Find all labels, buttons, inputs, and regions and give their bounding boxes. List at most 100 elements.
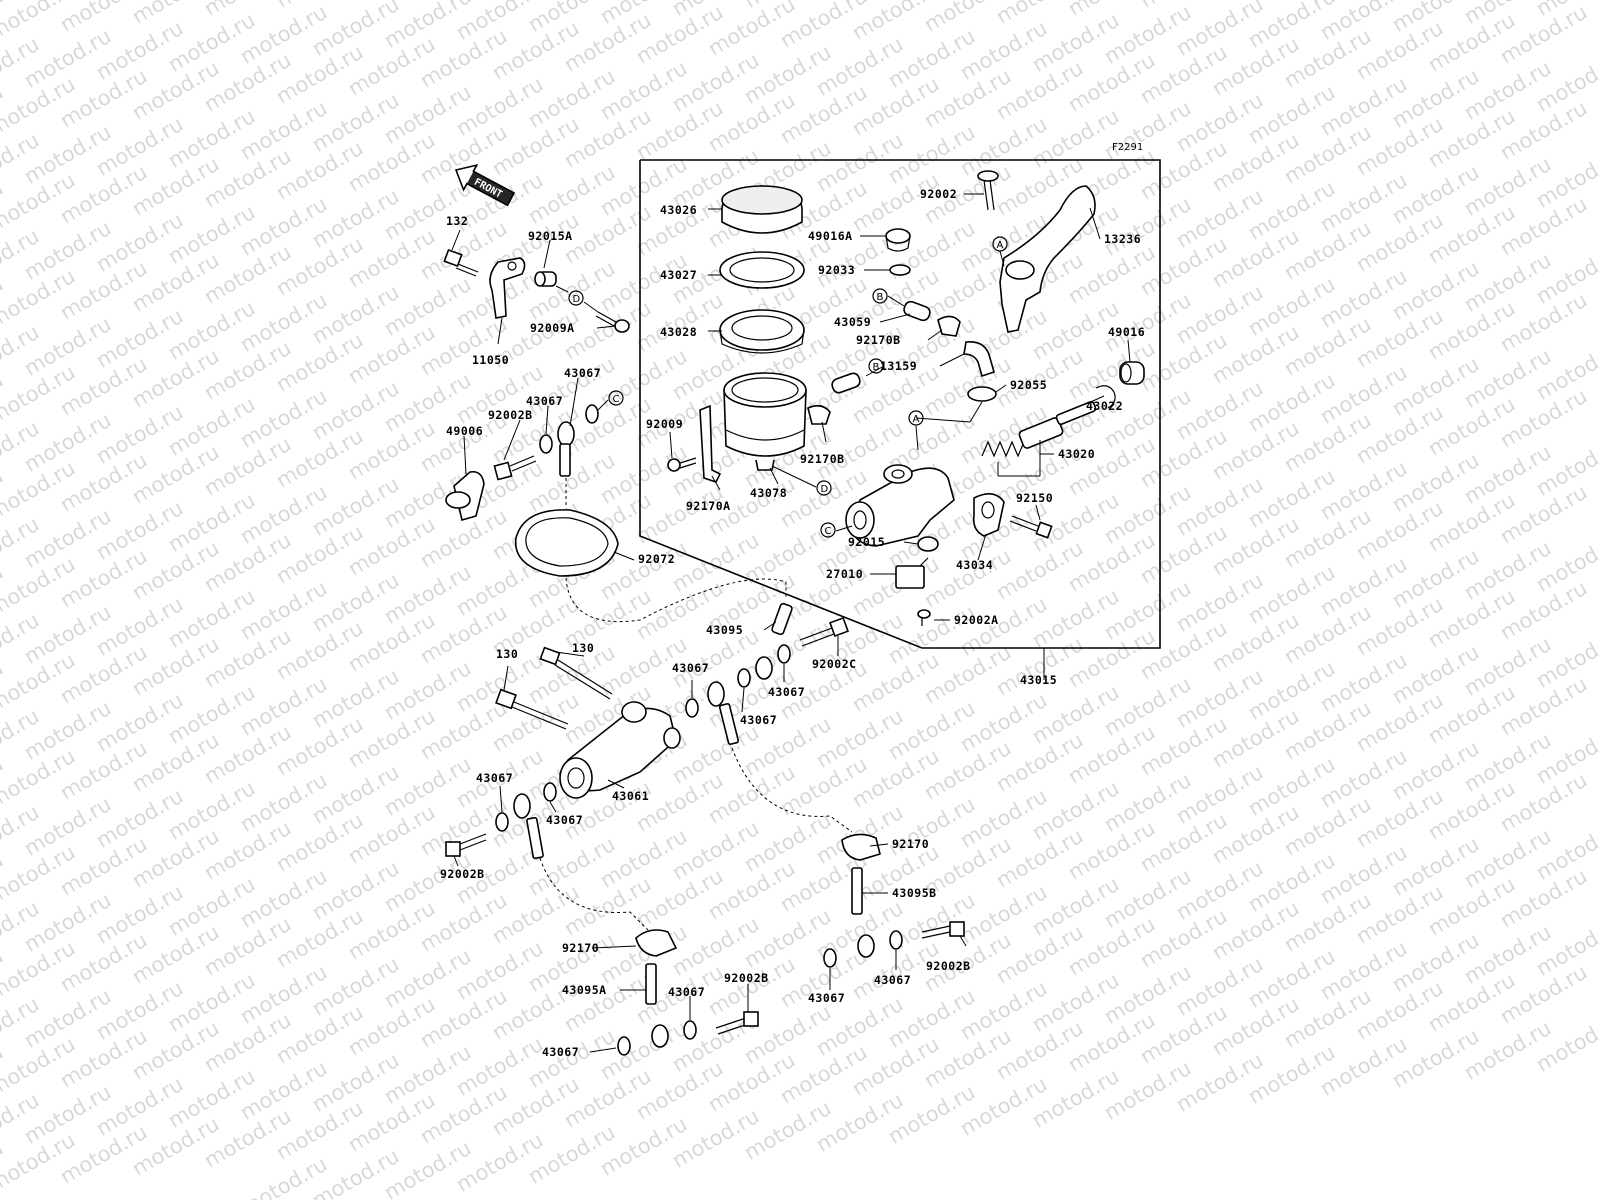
label-130-a: 130 bbox=[496, 647, 518, 661]
banjo-bolt-92002B-right bbox=[921, 921, 965, 939]
label-43020: 43020 bbox=[1058, 447, 1095, 461]
clamp-92170-left bbox=[635, 929, 678, 957]
label-43067-top-b: 43067 bbox=[564, 366, 601, 380]
ref-B-upper: B bbox=[872, 288, 888, 304]
svg-text:A: A bbox=[997, 240, 1004, 251]
label-43067-d: 43067 bbox=[740, 713, 777, 727]
collar-92015A bbox=[534, 271, 557, 287]
washer-43067-i bbox=[889, 930, 903, 950]
label-43067-top-a: 43067 bbox=[526, 394, 563, 408]
bolt-132 bbox=[443, 248, 479, 277]
label-43067-h: 43067 bbox=[808, 991, 845, 1005]
banjo-bolt-92002B-bottom bbox=[715, 1011, 759, 1035]
bolt-92009 bbox=[667, 457, 697, 472]
ref-A-lower: A bbox=[908, 410, 924, 426]
washer-43067-top-a bbox=[539, 434, 553, 454]
label-43095: 43095 bbox=[706, 623, 743, 637]
label-43067-f: 43067 bbox=[476, 771, 513, 785]
label-92002B-top: 92002B bbox=[488, 408, 533, 422]
fitting-43095 bbox=[755, 602, 793, 680]
label-49006: 49006 bbox=[446, 424, 483, 438]
ref-D-lower: D bbox=[816, 480, 832, 496]
washer-43067-h bbox=[823, 948, 837, 968]
bracket-92170A bbox=[699, 404, 722, 483]
label-13159: 13159 bbox=[880, 359, 917, 373]
svg-text:D: D bbox=[573, 294, 581, 305]
bolt-92150 bbox=[1009, 515, 1053, 539]
label-92150: 92150 bbox=[1016, 491, 1053, 505]
label-49016: 49016 bbox=[1108, 325, 1145, 339]
bolt-130-b bbox=[539, 646, 613, 700]
label-43067-e: 43067 bbox=[672, 661, 709, 675]
lever-13236 bbox=[999, 185, 1096, 333]
label-92002: 92002 bbox=[920, 187, 957, 201]
label-43067-g: 43067 bbox=[546, 813, 583, 827]
ref-C-lower: C bbox=[820, 522, 836, 538]
label-43067-j: 43067 bbox=[668, 985, 705, 999]
label-92009A: 92009A bbox=[530, 321, 575, 335]
label-43015: 43015 bbox=[1020, 673, 1057, 687]
label-43026: 43026 bbox=[660, 203, 697, 217]
svg-text:B: B bbox=[873, 362, 880, 373]
svg-text:D: D bbox=[821, 484, 829, 495]
label-92170B-upper: 92170B bbox=[856, 333, 901, 347]
leader-lines bbox=[451, 193, 1131, 1053]
label-43067-c: 43067 bbox=[768, 685, 805, 699]
label-92002C: 92002C bbox=[812, 657, 857, 671]
washer-43067-c bbox=[777, 644, 791, 664]
oring-92033 bbox=[889, 264, 911, 276]
label-92015A: 92015A bbox=[528, 229, 573, 243]
label-11050: 11050 bbox=[472, 353, 509, 367]
label-13236: 13236 bbox=[1104, 232, 1141, 246]
circlip-43022 bbox=[1095, 385, 1116, 409]
elbow-13159 bbox=[963, 341, 995, 378]
brake-hose-right bbox=[731, 747, 853, 833]
washer-43067-f bbox=[495, 812, 509, 832]
label-43095A: 43095A bbox=[562, 983, 607, 997]
cap-49006 bbox=[445, 470, 485, 521]
label-92015: 92015 bbox=[848, 535, 885, 549]
bolt-92002C bbox=[799, 617, 849, 647]
svg-text:C: C bbox=[613, 394, 620, 405]
label-92072: 92072 bbox=[638, 552, 675, 566]
clamp-92170B-upper bbox=[937, 315, 961, 337]
cylinder-body bbox=[845, 464, 955, 547]
bolt-92009A bbox=[595, 311, 630, 333]
clamp-92170-right bbox=[841, 833, 881, 861]
clamp-43034 bbox=[972, 493, 1005, 537]
brake-hose-left bbox=[539, 857, 649, 931]
label-130-b: 130 bbox=[572, 641, 594, 655]
hose-43059 bbox=[903, 300, 931, 322]
screw-92002A bbox=[917, 609, 931, 626]
label-43059: 43059 bbox=[834, 315, 871, 329]
label-92170B-lower: 92170B bbox=[800, 452, 845, 466]
pivot-bolt-92002 bbox=[977, 170, 999, 211]
label-92002B-right: 92002B bbox=[926, 959, 971, 973]
banjo-bolt-92002B-left bbox=[445, 833, 487, 857]
label-43078: 43078 bbox=[750, 486, 787, 500]
front-arrow-icon: FRONT bbox=[454, 163, 516, 207]
joint-43061 bbox=[559, 701, 681, 799]
hose-clamp-92072 bbox=[514, 509, 619, 577]
label-132: 132 bbox=[446, 214, 468, 228]
boot-49016 bbox=[1119, 361, 1145, 385]
label-27010: 27010 bbox=[826, 567, 863, 581]
part-labels: 132 92015A 92009A 11050 43026 43027 4302… bbox=[440, 187, 1145, 1059]
oring-92055 bbox=[967, 386, 997, 402]
svg-text:C: C bbox=[825, 526, 832, 537]
clamp-92170B-lower bbox=[807, 404, 831, 425]
label-43028: 43028 bbox=[660, 325, 697, 339]
diaphragm-43028 bbox=[719, 309, 805, 354]
label-92170A: 92170A bbox=[686, 499, 731, 513]
label-43067-k: 43067 bbox=[542, 1045, 579, 1059]
label-92055: 92055 bbox=[1010, 378, 1047, 392]
washer-43067-g bbox=[543, 782, 557, 802]
banjo-mid bbox=[707, 681, 740, 745]
banjo-lower-left bbox=[513, 793, 544, 860]
label-43067-i: 43067 bbox=[874, 973, 911, 987]
ref-A-upper: A bbox=[992, 236, 1008, 252]
ref-D-upper: D bbox=[568, 290, 584, 306]
label-92002B-bottom: 92002B bbox=[724, 971, 769, 985]
